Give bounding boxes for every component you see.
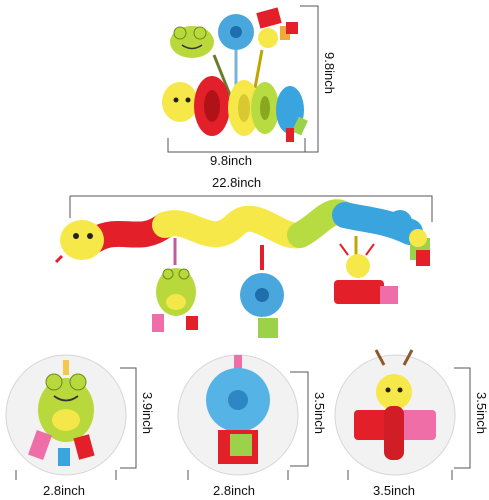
bee-height-label: 3.5inch [474, 392, 489, 434]
top-height-label: 9.8inch [322, 52, 337, 94]
detail-frog [5, 354, 137, 480]
stretched-length-label: 22.8inch [212, 175, 262, 190]
frog-width-label: 2.8inch [43, 483, 85, 498]
stretched-spiral-toy [54, 195, 433, 338]
top-width-label: 9.8inch [210, 153, 252, 168]
frog-height-label: 3.9inch [140, 392, 155, 434]
bee-width-label: 3.5inch [373, 483, 415, 498]
detail-donut [177, 354, 309, 480]
coiled-spiral-toy [162, 7, 308, 142]
detail-bee [334, 349, 471, 480]
top-dimension-lines [167, 5, 319, 153]
donut-height-label: 3.5inch [312, 392, 327, 434]
donut-width-label: 2.8inch [213, 483, 255, 498]
